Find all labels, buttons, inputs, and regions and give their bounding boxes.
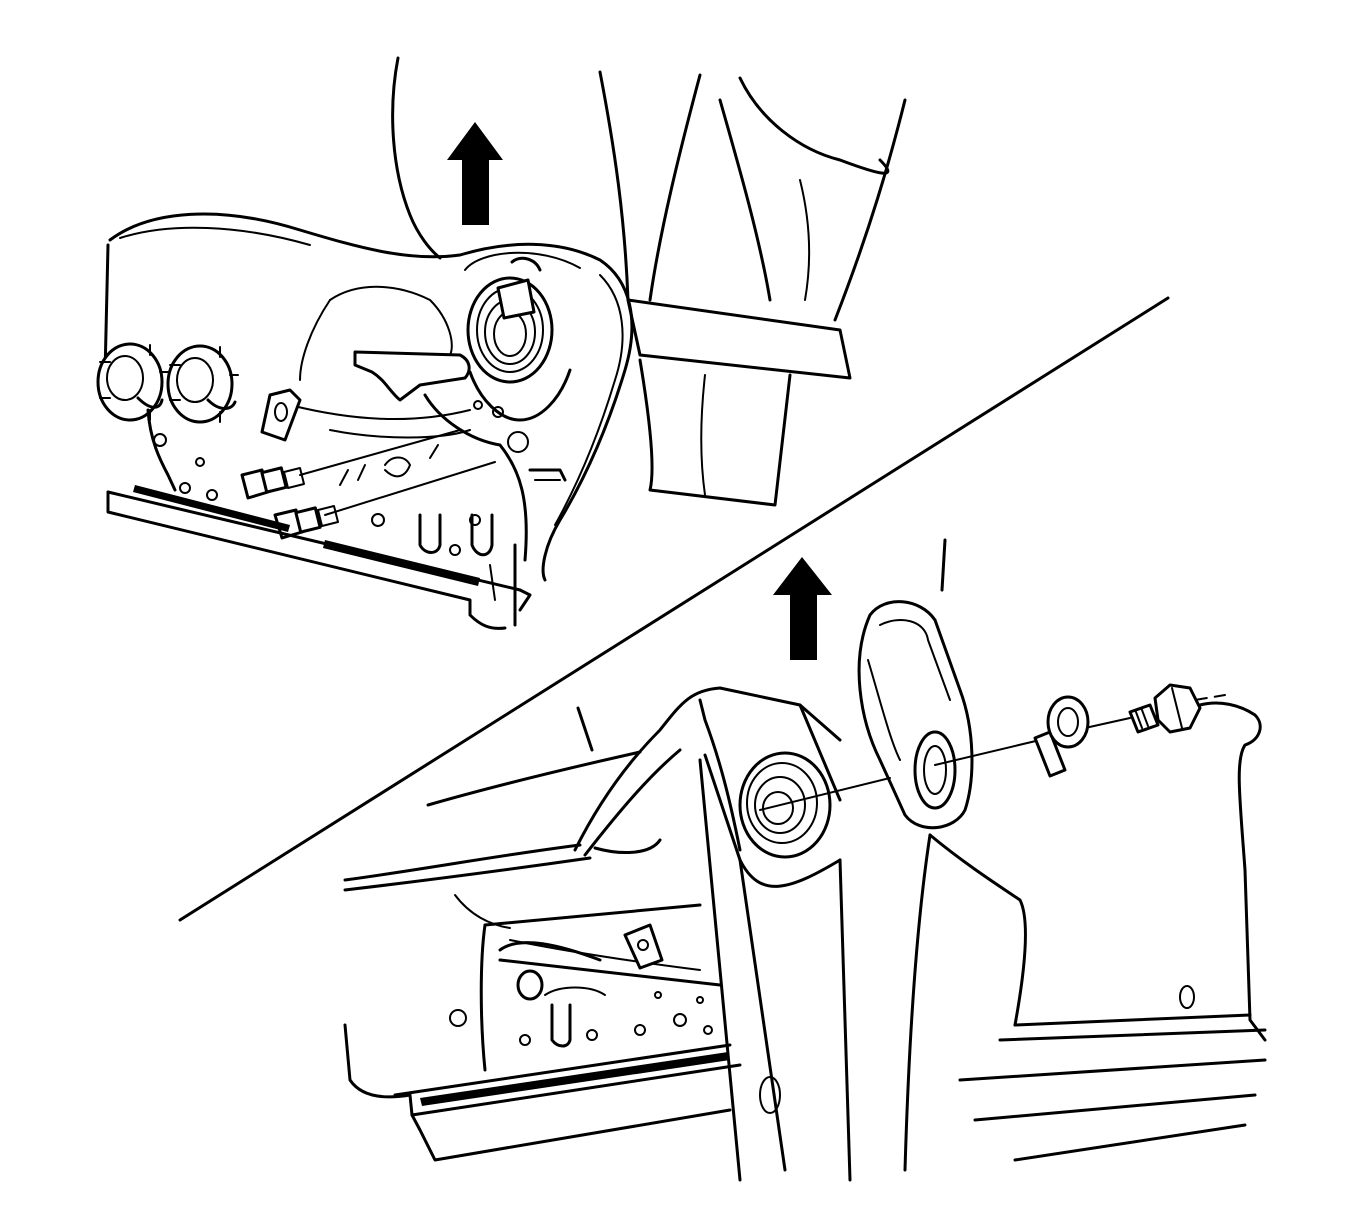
detail-cushion-outline <box>343 706 642 929</box>
detail-pivot-axis <box>759 694 1226 811</box>
recliner-lever <box>353 350 471 402</box>
mounting-tab <box>260 388 302 442</box>
recliner-pivot-detail <box>343 538 1267 1182</box>
detail-side-panel <box>928 701 1267 1162</box>
seat-side-view <box>96 56 907 630</box>
detail-seat-track <box>343 903 742 1162</box>
seat-cushion-shield <box>103 212 634 582</box>
lift-arrow-top <box>447 122 503 225</box>
seat-bolt-upper <box>240 429 461 500</box>
detail-bracket-holes <box>519 991 713 1048</box>
recliner-spring <box>464 251 581 422</box>
seat-back-outline <box>391 56 907 507</box>
panel-divider <box>178 296 1170 922</box>
detail-seatback-hinge <box>857 538 974 830</box>
detail-pivot-bushing <box>738 751 832 859</box>
mounting-tab-hole <box>274 402 288 422</box>
adjuster-knob-front <box>96 342 169 422</box>
detail-release-cable <box>498 923 722 1001</box>
detail-spacer-washer <box>1033 695 1090 778</box>
wire-clip <box>339 444 439 486</box>
lift-arrow-detail <box>773 557 832 660</box>
detail-pivot-bolt <box>1128 683 1202 734</box>
detail-seat-frame-arm <box>573 686 842 888</box>
seat-side-frame <box>146 408 494 557</box>
seat-track-rail <box>106 485 532 630</box>
adjuster-knob-rear <box>166 344 239 424</box>
detail-seatback-frame <box>698 758 932 1182</box>
seat-bolt-lower <box>273 461 496 540</box>
recliner-plate <box>423 393 567 562</box>
